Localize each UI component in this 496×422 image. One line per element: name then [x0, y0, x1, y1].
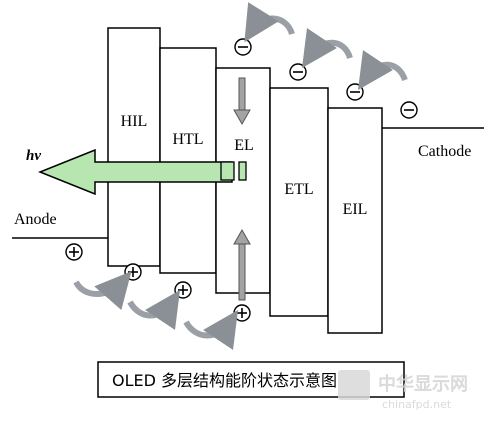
- watermark-url: chinafpd.net: [382, 398, 452, 411]
- hole-drift-arrow: [233, 228, 251, 301]
- layer-etl-label: ETL: [284, 181, 313, 198]
- light-emission-arrow: [37, 148, 233, 196]
- electron-icon: [289, 63, 307, 81]
- watermark-logo-icon: [338, 370, 370, 400]
- layer-el-label: EL: [234, 137, 254, 154]
- caption-text: OLED 多层结构能阶状态示意图: [112, 371, 337, 390]
- electron-icon: [400, 101, 418, 119]
- electron-hop-arrow: [358, 50, 408, 90]
- hole-icon: [174, 281, 192, 299]
- exciton-marker: [238, 161, 247, 181]
- layer-eil-box: [327, 107, 383, 334]
- hole-icon: [124, 263, 142, 281]
- layer-eil-label: EIL: [343, 201, 368, 218]
- exciton-marker: [220, 161, 235, 181]
- electron-hop-arrow: [244, 2, 295, 43]
- watermark: 中华显示网 chinafpd.net: [338, 370, 468, 411]
- anode-label: Anode: [14, 211, 57, 228]
- hole-icon: [65, 243, 83, 261]
- layer-htl-label: HTL: [172, 131, 203, 148]
- hole-icon: [233, 304, 251, 322]
- photon-label: hv: [26, 148, 41, 164]
- electron-icon: [346, 83, 364, 101]
- layer-hil-box: [107, 27, 161, 267]
- layer-hil-label: HIL: [121, 113, 148, 130]
- hole-hop-arrow: [127, 290, 180, 330]
- layer-etl-box: [269, 87, 329, 317]
- hole-hop-arrow: [183, 310, 238, 350]
- layer-htl-box: [159, 47, 217, 274]
- watermark-brand: 中华显示网: [378, 373, 468, 395]
- electron-hop-arrow: [302, 28, 353, 68]
- cathode-label: Cathode: [418, 143, 471, 160]
- electron-drift-arrow: [233, 77, 251, 126]
- electron-icon: [234, 38, 252, 56]
- hole-hop-arrow: [73, 271, 132, 311]
